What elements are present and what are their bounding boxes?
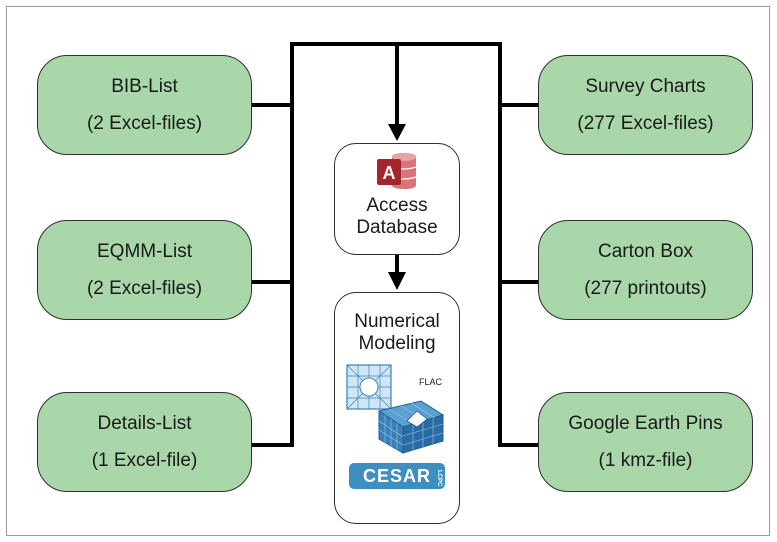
diagram-frame — [6, 6, 770, 536]
ms-access-icon: A — [377, 153, 417, 189]
arrow-to-access-head — [388, 124, 406, 141]
flac-mesh-icon: FLAC — [346, 364, 445, 454]
survey-charts-subtitle: (277 Excel-files) — [577, 113, 714, 134]
cesar-label: CESAR — [362, 465, 431, 486]
arrow-to-modeling-head — [388, 272, 406, 290]
eqmm-list-title: EQMM-List — [97, 241, 192, 262]
eqmm-list-box: EQMM-List (2 Excel-files) — [37, 220, 252, 320]
eqmm-list-subtitle: (2 Excel-files) — [86, 278, 203, 299]
google-earth-pins-box: Google Earth Pins (1 kmz-file) — [538, 392, 753, 492]
carton-box-subtitle: (277 printouts) — [584, 278, 707, 299]
carton-box-title: Carton Box — [597, 241, 694, 262]
details-list-subtitle: (1 Excel-file) — [91, 450, 198, 471]
bib-list-box: BIB-List (2 Excel-files) — [37, 55, 252, 155]
flac-label: FLAC — [419, 377, 443, 387]
access-label-line2: Database — [356, 217, 438, 238]
details-list-title: Details-List — [97, 413, 192, 434]
access-label-line1: Access — [366, 195, 428, 216]
bib-list-title: BIB-List — [111, 76, 178, 97]
details-list-box: Details-List (1 Excel-file) — [37, 392, 252, 492]
modeling-label-line2: Modeling — [358, 333, 436, 354]
google-earth-pins-title: Google Earth Pins — [568, 413, 723, 434]
google-earth-pins-subtitle: (1 kmz-file) — [598, 450, 693, 471]
access-icon-letter: A — [383, 163, 396, 183]
bib-list-subtitle: (2 Excel-files) — [86, 113, 203, 134]
access-database-box: A Access Database — [334, 143, 460, 255]
cesar-lcpc-logo: CESAR LCPC — [349, 463, 445, 489]
modeling-label-line1: Numerical — [354, 311, 440, 332]
cesar-sub-label: LCPC — [436, 470, 442, 487]
carton-box-box: Carton Box (277 printouts) — [538, 220, 753, 320]
survey-charts-box: Survey Charts (277 Excel-files) — [538, 55, 753, 155]
numerical-modeling-box: Numerical Modeling FLAC — [334, 292, 460, 524]
survey-charts-title: Survey Charts — [585, 76, 706, 97]
